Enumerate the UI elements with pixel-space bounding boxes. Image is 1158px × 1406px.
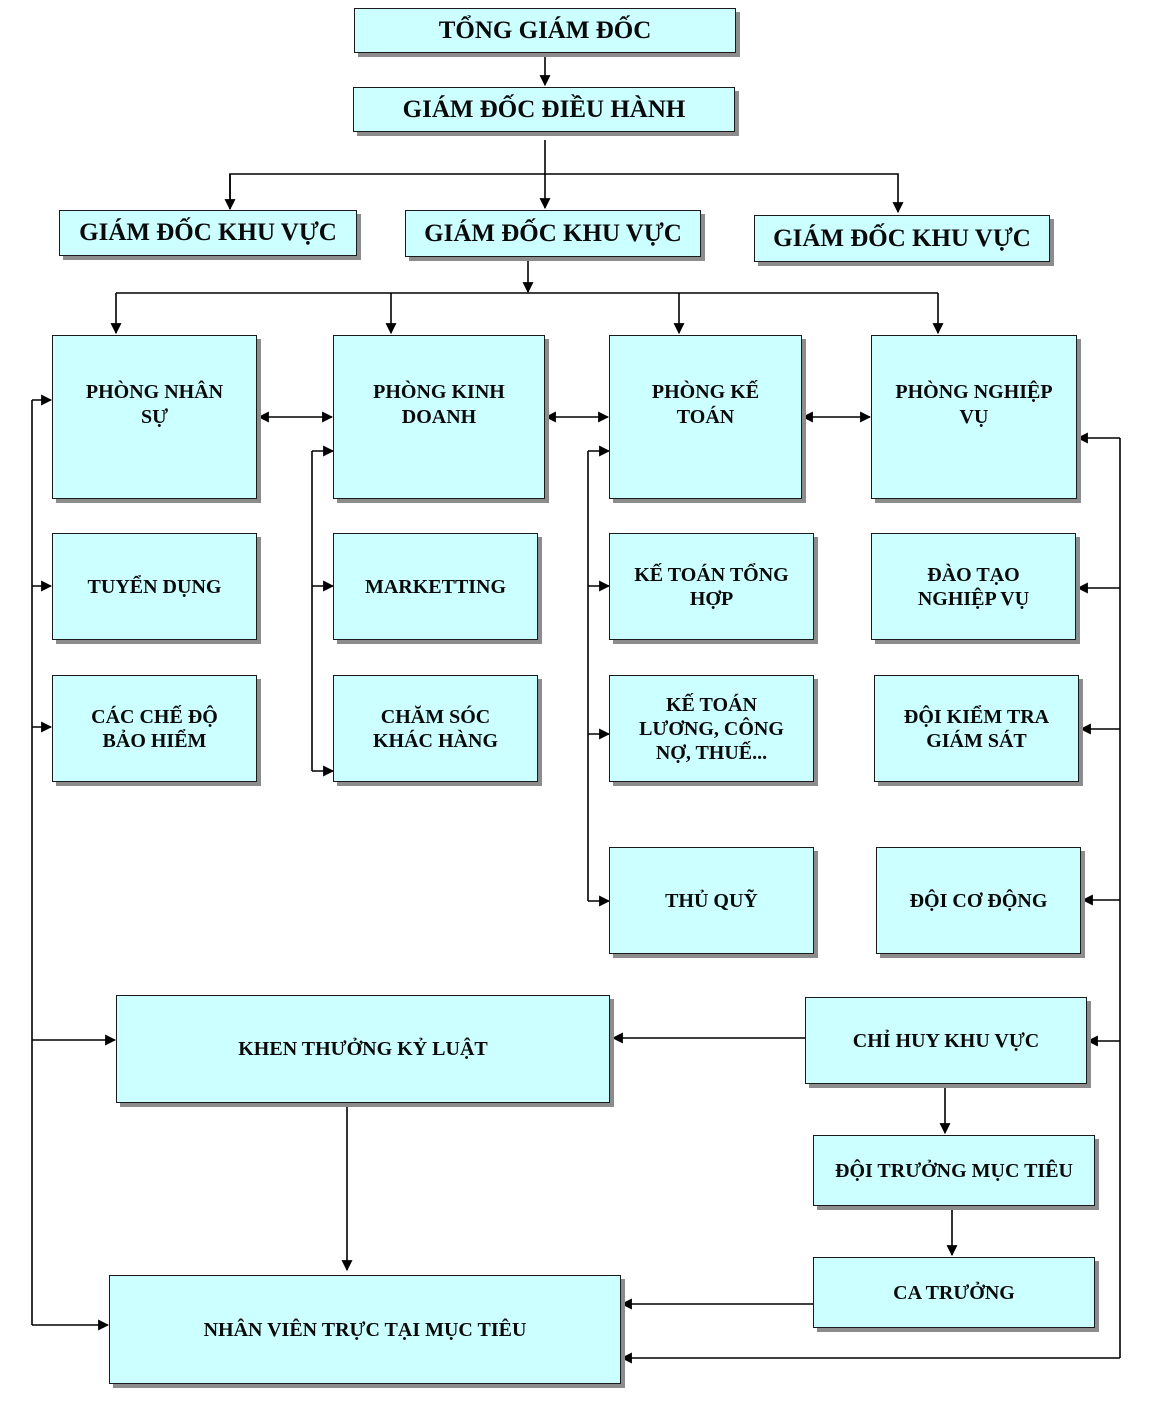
general-accounting-label: KẾ TOÁN TỔNG HỢP (634, 563, 789, 610)
operations-department-label: PHÒNG NGHIỆP VỤ (895, 381, 1053, 428)
ceo-label: TỔNG GIÁM ĐỐC (438, 16, 652, 44)
business-department-label: PHÒNG KINH DOANH (373, 381, 505, 428)
recruitment-label: TUYỂN DỤNG (87, 575, 222, 598)
regional-director-left-label: GIÁM ĐỐC KHU VỰC (79, 219, 337, 246)
target-team-leader-label: ĐỘI TRƯỞNG MỤC TIÊU (835, 1159, 1073, 1182)
regional-commander-label: CHỈ HUY KHU VỰC (852, 1029, 1040, 1052)
payroll-accounting-box: KẾ TOÁN LƯƠNG, CÔNG NỢ, THUẾ... (609, 675, 814, 782)
inspection-team-box: ĐỘI KIỂM TRA GIÁM SÁT (874, 675, 1079, 782)
regional-director-right-box: GIÁM ĐỐC KHU VỰC (754, 215, 1050, 262)
rewards-discipline-label: KHEN THƯỞNG KỶ LUẬT (238, 1038, 488, 1060)
shift-leader-box: CA TRƯỞNG (813, 1257, 1095, 1328)
accounting-department-box: PHÒNG KẾ TOÁN (609, 335, 802, 499)
rewards-discipline-box: KHEN THƯỞNG KỶ LUẬT (116, 995, 610, 1103)
inspection-team-label: ĐỘI KIỂM TRA GIÁM SÁT (903, 705, 1050, 752)
shift-leader-label: CA TRƯỞNG (893, 1281, 1015, 1304)
general-accounting-box: KẾ TOÁN TỔNG HỢP (609, 533, 814, 640)
accounting-department-label: PHÒNG KẾ TOÁN (651, 381, 760, 428)
marketing-box: MARKETTING (333, 533, 538, 640)
regional-director-center-label: GIÁM ĐỐC KHU VỰC (424, 219, 682, 247)
training-label: ĐÀO TẠO NGHIỆP VỤ (917, 563, 1030, 610)
operations-department-box: PHÒNG NGHIỆP VỤ (871, 335, 1077, 499)
marketing-label: MARKETTING (364, 575, 507, 598)
executive-director-label: GIÁM ĐỐC ĐIỀU HÀNH (402, 95, 686, 123)
hr-department-box: PHÒNG NHÂN SỰ (52, 335, 257, 499)
insurance-box: CÁC CHẾ ĐỘ BẢO HIỂM (52, 675, 257, 782)
onsite-staff-label: NHÂN VIÊN TRỰC TẠI MỤC TIÊU (203, 1318, 527, 1341)
treasurer-box: THỦ QUỸ (609, 847, 814, 954)
mobile-team-box: ĐỘI CƠ ĐỘNG (876, 847, 1081, 954)
customer-care-label: CHĂM SÓC KHÁC HÀNG (373, 705, 498, 752)
regional-director-right-label: GIÁM ĐỐC KHU VỰC (773, 224, 1031, 252)
hr-department-label: PHÒNG NHÂN SỰ (85, 381, 224, 428)
target-team-leader-box: ĐỘI TRƯỞNG MỤC TIÊU (813, 1135, 1095, 1206)
treasurer-label: THỦ QUỸ (665, 889, 758, 912)
payroll-accounting-label: KẾ TOÁN LƯƠNG, CÔNG NỢ, THUẾ... (639, 693, 784, 764)
recruitment-box: TUYỂN DỤNG (52, 533, 257, 640)
training-box: ĐÀO TẠO NGHIỆP VỤ (871, 533, 1076, 640)
executive-director-box: GIÁM ĐỐC ĐIỀU HÀNH (353, 87, 735, 132)
regional-director-left-box: GIÁM ĐỐC KHU VỰC (59, 210, 357, 256)
customer-care-box: CHĂM SÓC KHÁC HÀNG (333, 675, 538, 782)
ceo-box: TỔNG GIÁM ĐỐC (354, 8, 736, 53)
mobile-team-label: ĐỘI CƠ ĐỘNG (909, 889, 1048, 912)
insurance-label: CÁC CHẾ ĐỘ BẢO HIỂM (91, 705, 218, 752)
regional-director-center-box: GIÁM ĐỐC KHU VỰC (405, 210, 701, 257)
regional-commander-box: CHỈ HUY KHU VỰC (805, 997, 1087, 1084)
onsite-staff-box: NHÂN VIÊN TRỰC TẠI MỤC TIÊU (109, 1275, 621, 1384)
business-department-box: PHÒNG KINH DOANH (333, 335, 545, 499)
